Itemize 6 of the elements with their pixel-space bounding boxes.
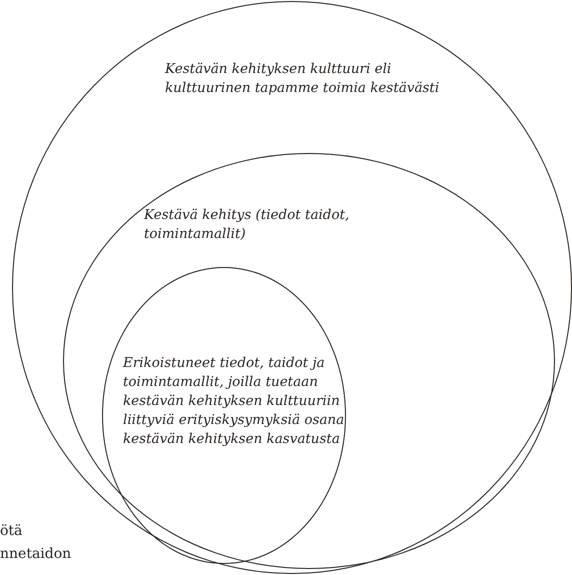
text-fragment: nnetaidon xyxy=(0,545,72,563)
region-text: Kestävän kehityksen kulttuuri eli kulttuurinen tapamme toimia kestävästi xyxy=(165,60,440,98)
region-text: Kestävä kehitys (tiedot taidot, toimintamallit) xyxy=(144,206,350,244)
circle-region xyxy=(102,267,346,564)
text-fragment: ötä xyxy=(0,522,22,540)
region-text: Erikoistuneet tiedot, taidot ja toimintamallit, joilla tuetaan kestävän kehityksen kulttuuriin liittyviä erityiskysymyksiä osana kestävän kehityksen kasvatusta xyxy=(123,354,346,449)
